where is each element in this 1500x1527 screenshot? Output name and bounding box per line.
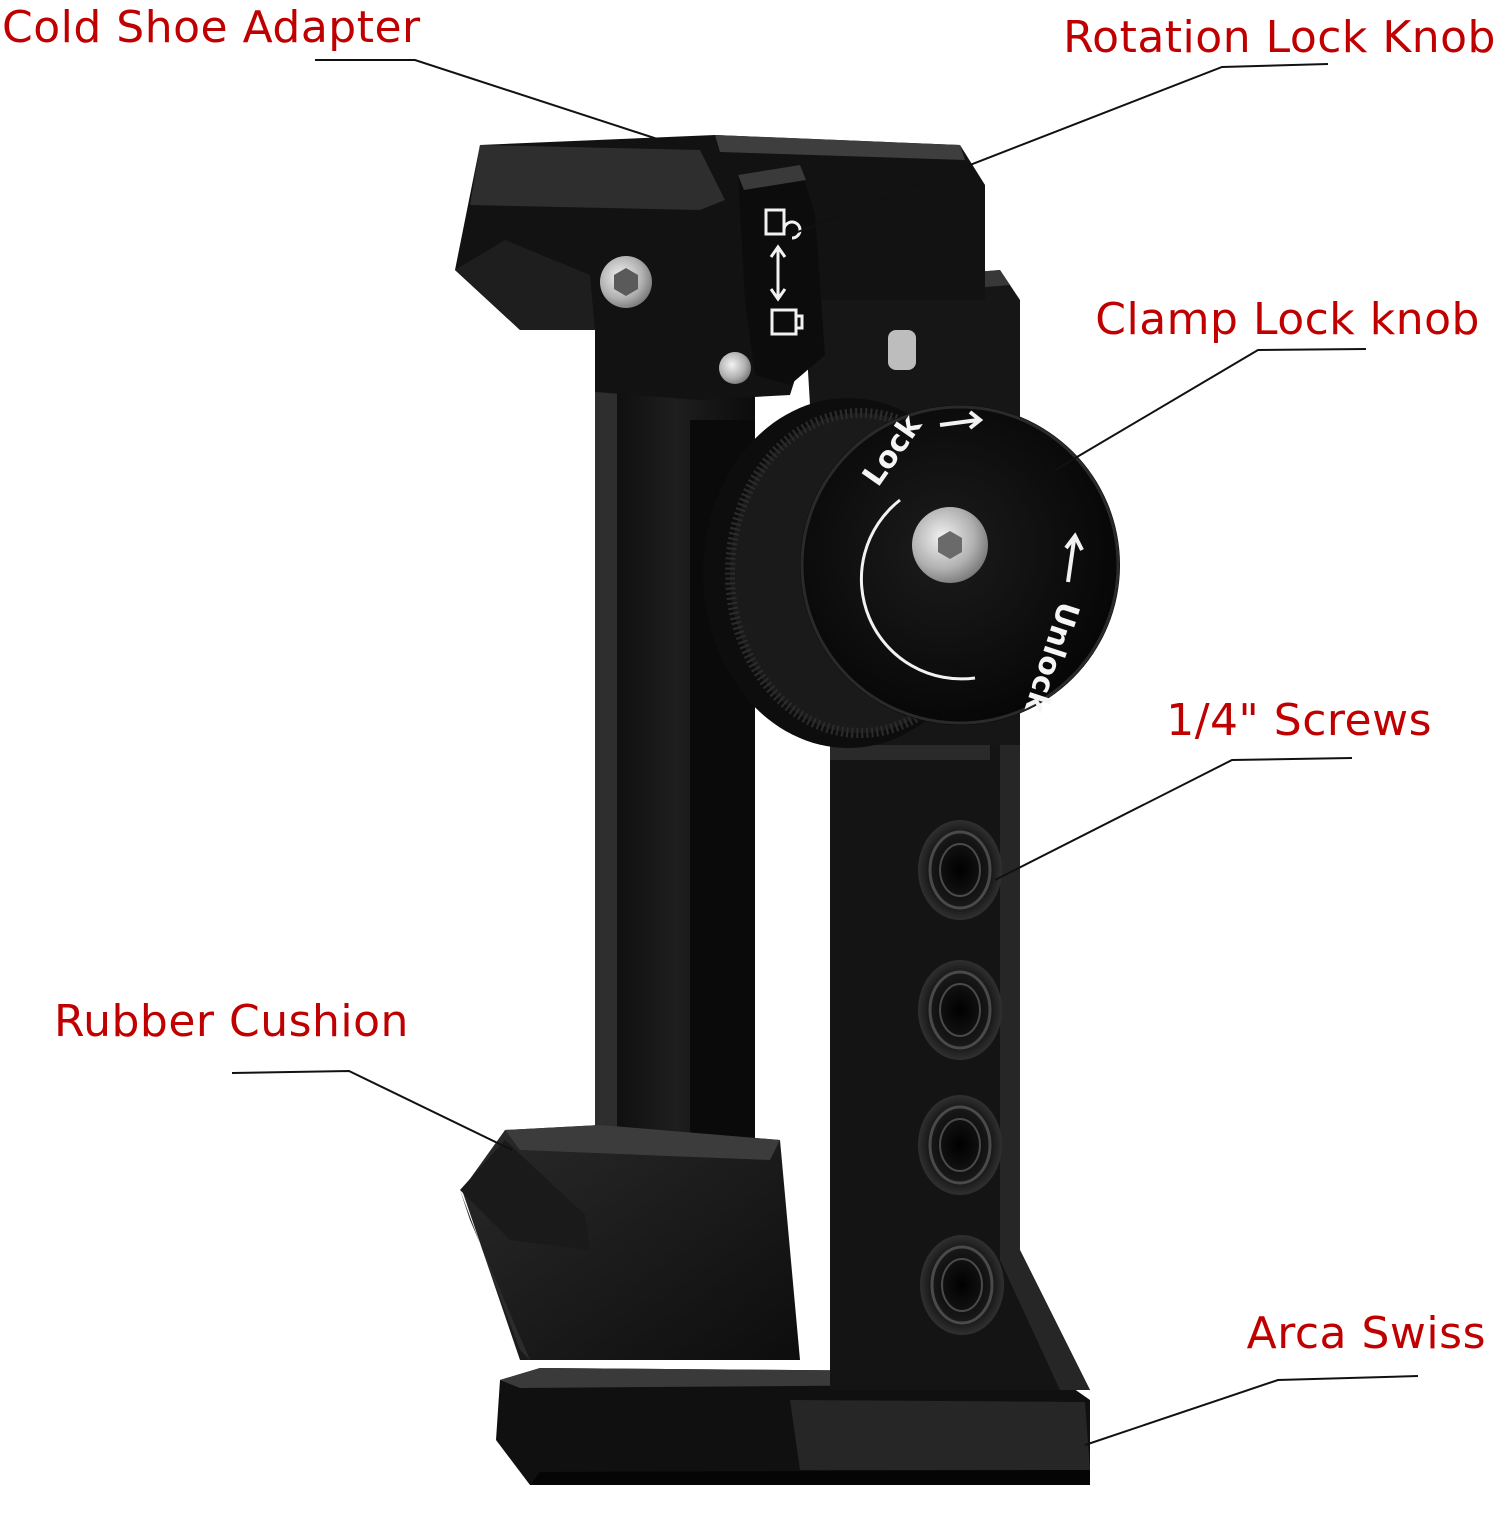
- screw-hole-1: [918, 820, 1002, 920]
- leader-cold-shoe: [315, 59, 686, 149]
- leader-arca-swiss: [1084, 1375, 1419, 1446]
- portrait-landscape-icon: [764, 208, 804, 336]
- clamp-lock-knob-label: Clamp Lock knob: [1095, 294, 1480, 345]
- screw-hole-2: [918, 960, 1002, 1060]
- rubber-cushion-label: Rubber Cushion: [54, 996, 409, 1047]
- screw-hole-4: [920, 1235, 1004, 1335]
- cold-shoe-adapter-label: Cold Shoe Adapter: [2, 2, 421, 53]
- leader-rotation-lock: [789, 63, 1329, 236]
- lock-direction-arrow: [939, 410, 984, 430]
- arca-swiss-label: Arca Swiss: [1246, 1308, 1486, 1359]
- leader-lines: [231, 59, 1419, 1446]
- screw-column: [830, 735, 1090, 1390]
- phone-clamp-product: Lock Unlock: [455, 135, 1120, 1485]
- leader-rubber-cushion: [231, 1069, 513, 1151]
- cold-shoe-adapter: [455, 135, 985, 400]
- clamp-lock-knob: Lock Unlock: [703, 398, 1120, 748]
- unlock-direction-arrow: [1064, 532, 1084, 583]
- rotation-lock-knob: [738, 165, 825, 385]
- screws-label: 1/4" Screws: [1166, 695, 1432, 746]
- rubber-cushion-arm: [460, 1125, 800, 1360]
- rotation-lock-knob-label: Rotation Lock Knob: [1063, 12, 1496, 63]
- arca-swiss-base: [496, 1368, 1090, 1485]
- leader-clamp-lock: [1054, 348, 1367, 471]
- leader-screws: [994, 757, 1353, 881]
- screw-hole-3: [918, 1095, 1002, 1195]
